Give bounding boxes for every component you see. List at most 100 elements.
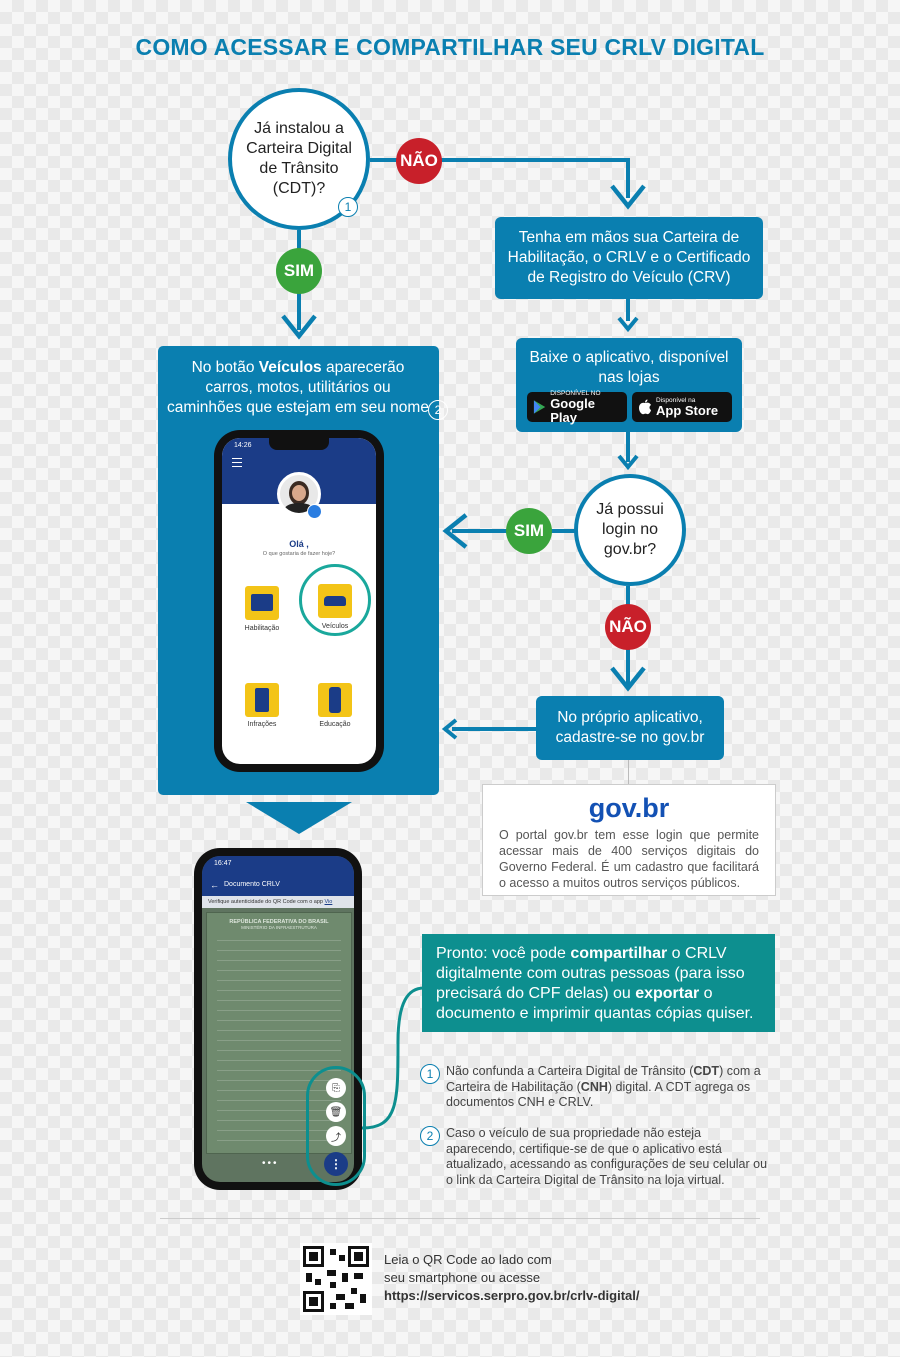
phone-crlv-document: 16:47 ← Documento CRLV Verifique autenti… [194, 848, 362, 1190]
share-export-box: Pronto: você pode compartilhar o CRLV di… [422, 934, 775, 1032]
export-pdf-icon[interactable]: ⎘ [326, 1078, 346, 1098]
badge-nao: NÃO [605, 604, 651, 650]
arrow-down-icon [246, 802, 352, 834]
govbr-info-box: gov.br O portal gov.br tem esse login qu… [482, 784, 776, 896]
apple-icon [639, 399, 651, 415]
arrow-down-icon [617, 316, 639, 333]
arrow-left-icon [442, 513, 468, 549]
vehicles-panel-text: No botão Veículos aparecerão carros, mot… [166, 358, 430, 418]
share-text-a: Pronto: você pode [436, 945, 571, 962]
note1-c: ) com a Carteira de Habilitação ( [446, 1064, 761, 1094]
camera-icon[interactable] [307, 504, 322, 519]
share-text-e: o documento e imprimir quantas cópias qu… [436, 985, 754, 1022]
vehicles-text-post: aparecerão carros, motos, utilitários ou… [167, 359, 429, 416]
note1-d: CNH [580, 1079, 608, 1094]
badge-sim: SIM [276, 248, 322, 294]
note-1: Não confunda a Carteira Digital de Trâns… [446, 1064, 768, 1111]
tile-habilitacao-label: Habilitação [244, 625, 280, 632]
tile-educacao-label: Educação [319, 721, 351, 728]
connector-line [626, 158, 630, 198]
connector-curve [361, 986, 425, 1130]
greeting: Olá , [289, 539, 309, 549]
page-title: COMO ACESSAR E COMPARTILHAR SEU CRLV DIG… [135, 34, 765, 60]
google-play-small: DISPONÍVEL NO [550, 389, 601, 397]
qr-code-icon [300, 1243, 372, 1315]
app-store-button[interactable]: Disponível na App Store [632, 392, 732, 422]
crlv-header [202, 856, 354, 896]
infracoes-icon[interactable] [245, 683, 279, 717]
phone-crlv-screen: 16:47 ← Documento CRLV Verifique autenti… [202, 856, 354, 1182]
govbr-logo-text: gov.br [588, 793, 670, 823]
footer-line-2: seu smartphone ou acesse [384, 1270, 541, 1285]
question-cdt-installed: Já instalou a Carteira Digital de Trânsi… [228, 88, 370, 230]
connector-line [626, 432, 630, 462]
status-time: 16:47 [214, 860, 232, 867]
vehicles-text-pre: No botão [191, 359, 259, 376]
share-text-d: exportar [635, 985, 700, 1002]
vehicles-text-bold: Veículos [258, 359, 322, 376]
note1-b: CDT [693, 1064, 720, 1078]
govbr-info-text: O portal gov.br tem esse login que permi… [499, 828, 759, 890]
actions-highlight [306, 1066, 366, 1186]
habilitacao-icon[interactable] [245, 586, 279, 620]
arrow-down-icon [281, 314, 317, 340]
box-register-govbr: No próprio aplicativo, cadastre-se no go… [536, 696, 724, 760]
avatar[interactable] [277, 472, 321, 516]
arrow-down-icon [617, 454, 639, 471]
note1-e: ) digital. A CDT agrega os documentos CN… [446, 1079, 751, 1110]
tile-infracoes-label: Infrações [247, 721, 277, 728]
share-icon[interactable]: ⤴ [326, 1126, 346, 1146]
veiculos-highlight-ring [299, 564, 371, 636]
arrow-left-icon [441, 718, 458, 740]
govbr-logo: gov.br [499, 793, 759, 823]
footnote-marker-2: 2 [428, 400, 448, 420]
delete-icon[interactable]: 🗑 [326, 1102, 346, 1122]
educacao-icon[interactable] [318, 683, 352, 717]
question-govbr-login: Já possui login no gov.br? [574, 474, 686, 586]
note-marker-2: 2 [420, 1126, 440, 1146]
phone-app-home-screen: 14:26 Olá , O que gostaria de fazer hoje… [222, 438, 376, 764]
crlv-document: REPÚBLICA FEDERATIVA DO BRASIL MINISTÉRI… [206, 912, 352, 1154]
verify-banner-link[interactable]: Vio [324, 899, 333, 905]
footnote-marker-1: 1 [338, 197, 358, 217]
note-marker-1: 1 [420, 1064, 440, 1084]
footer-divider [160, 1218, 760, 1219]
back-arrow-icon[interactable]: ← [210, 880, 219, 890]
arrow-down-icon [610, 666, 646, 692]
crlv-doc-subtitle: MINISTÉRIO DA INFRAESTRUTURA [241, 925, 317, 930]
menu-icon[interactable] [232, 458, 242, 467]
arrow-down-icon [610, 184, 646, 210]
question-govbr-text: Já possui login no gov.br? [596, 501, 664, 558]
box-register-govbr-text: No próprio aplicativo, cadastre-se no go… [555, 709, 705, 746]
verify-banner[interactable]: Verifique autenticidade do QR Code com o… [202, 896, 354, 908]
crlv-header-title: Documento CRLV [224, 881, 280, 888]
subgreeting: O que gostaria de fazer hoje? [262, 551, 336, 557]
box-download-app-text: Baixe o aplicativo, disponível nas lojas [529, 349, 729, 386]
box-have-documents-text: Tenha em mãos sua Carteira de Habilitaçã… [507, 229, 751, 286]
status-time: 14:26 [234, 442, 252, 449]
phone-notch [269, 438, 329, 450]
note1-a: Não confunda a Carteira Digital de Trâns… [446, 1064, 694, 1078]
share-text-b: compartilhar [570, 945, 668, 962]
page-dots: ••• [262, 1158, 279, 1169]
crlv-doc-title: REPÚBLICA FEDERATIVA DO BRASIL [229, 919, 329, 925]
connector-line [370, 158, 630, 162]
footer-text: Leia o QR Code ao lado com seu smartphon… [384, 1251, 640, 1305]
footer-url-link[interactable]: https://servicos.serpro.gov.br/crlv-digi… [384, 1288, 640, 1303]
connector-line [452, 727, 536, 731]
tile-veiculos-label: Veículos [321, 623, 349, 630]
google-play-icon [533, 400, 546, 414]
google-play-label: Google Play [550, 395, 595, 425]
verify-banner-text: Verifique autenticidade do QR Code com o… [208, 899, 323, 905]
phone-app-home: 14:26 Olá , O que gostaria de fazer hoje… [214, 430, 384, 772]
share-text-c: o CRLV digitalmente com outras pessoas (… [436, 945, 745, 1002]
box-have-documents: Tenha em mãos sua Carteira de Habilitaçã… [495, 217, 763, 299]
google-play-button[interactable]: DISPONÍVEL NO Google Play [527, 389, 627, 425]
veiculos-icon[interactable] [318, 584, 352, 618]
connector-line [626, 299, 630, 321]
more-options-icon[interactable]: ⋮ [324, 1152, 348, 1176]
app-store-small: Disponível na [656, 396, 696, 404]
app-store-label: App Store [656, 402, 719, 418]
note-2: Caso o veículo de sua propriedade não es… [446, 1126, 768, 1187]
footer-line-1: Leia o QR Code ao lado com [384, 1252, 552, 1267]
